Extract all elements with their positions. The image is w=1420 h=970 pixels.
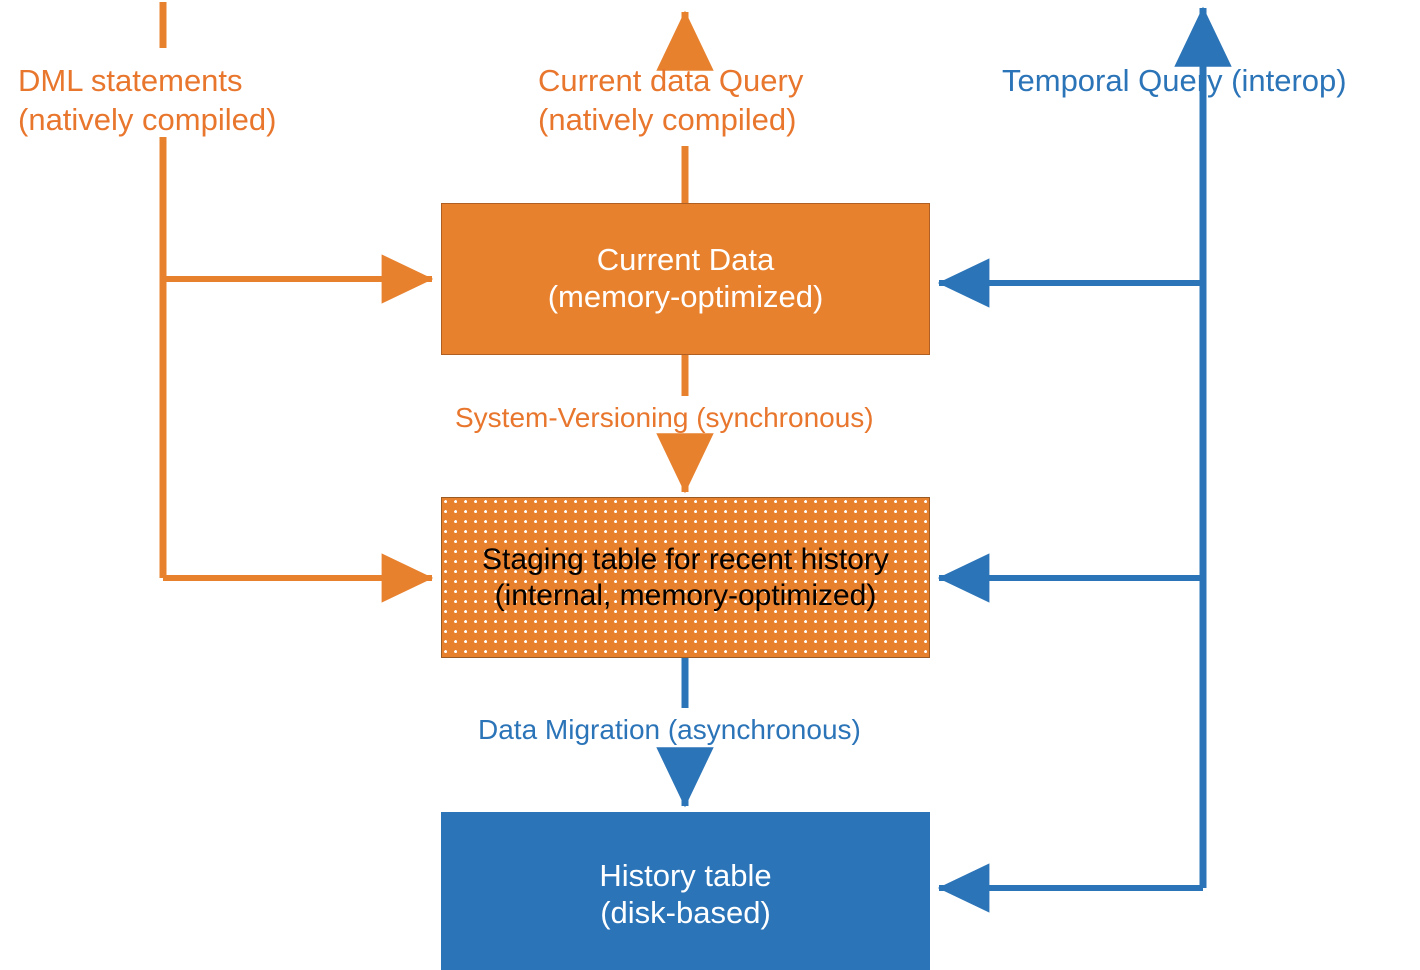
box-history-table[interactable]: History table (disk-based) [441,812,930,970]
box-current-data[interactable]: Current Data (memory-optimized) [441,203,930,355]
label-dml-statements: DML statements (natively compiled) [18,63,277,137]
box-history-table-label: History table (disk-based) [599,858,772,930]
label-temporal-query: Temporal Query (interop) [1002,63,1347,98]
box-staging-table[interactable]: Staging table for recent history (intern… [441,497,930,658]
box-current-data-label: Current Data (memory-optimized) [547,242,824,314]
box-staging-table-label: Staging table for recent history (intern… [482,543,889,612]
label-current-data-query: Current data Query (natively compiled) [538,63,804,137]
label-data-migration: Data Migration (asynchronous) [478,714,861,745]
label-system-versioning: System-Versioning (synchronous) [455,402,874,433]
